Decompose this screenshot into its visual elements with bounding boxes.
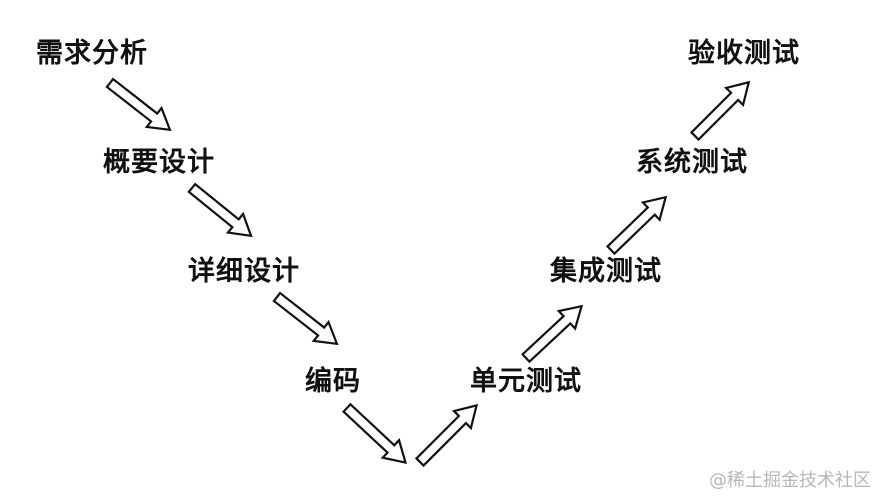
stage-integration-test: 集成测试 bbox=[550, 256, 662, 287]
stage-coding: 编码 bbox=[305, 366, 361, 397]
arrow-bottom-to-unit-test bbox=[414, 403, 479, 468]
arrow-detailed-to-coding bbox=[272, 291, 339, 346]
stage-high-level-design: 概要设计 bbox=[103, 147, 215, 178]
stage-unit-test: 单元测试 bbox=[470, 366, 582, 397]
arrow-coding-to-bottom bbox=[342, 402, 408, 465]
arrow-requirements-to-design bbox=[105, 77, 172, 132]
arrow-unit-to-integration bbox=[521, 304, 584, 364]
arrow-design-to-detailed bbox=[187, 182, 253, 238]
arrow-system-to-acceptance bbox=[689, 80, 751, 142]
stage-detailed-design: 详细设计 bbox=[188, 256, 300, 287]
stage-requirements-analysis: 需求分析 bbox=[36, 38, 148, 69]
arrow-integration-to-system bbox=[605, 195, 668, 256]
stage-system-test: 系统测试 bbox=[636, 147, 748, 178]
watermark-text: @稀土掘金技术社区 bbox=[709, 470, 871, 491]
stage-acceptance-test: 验收测试 bbox=[688, 38, 800, 69]
